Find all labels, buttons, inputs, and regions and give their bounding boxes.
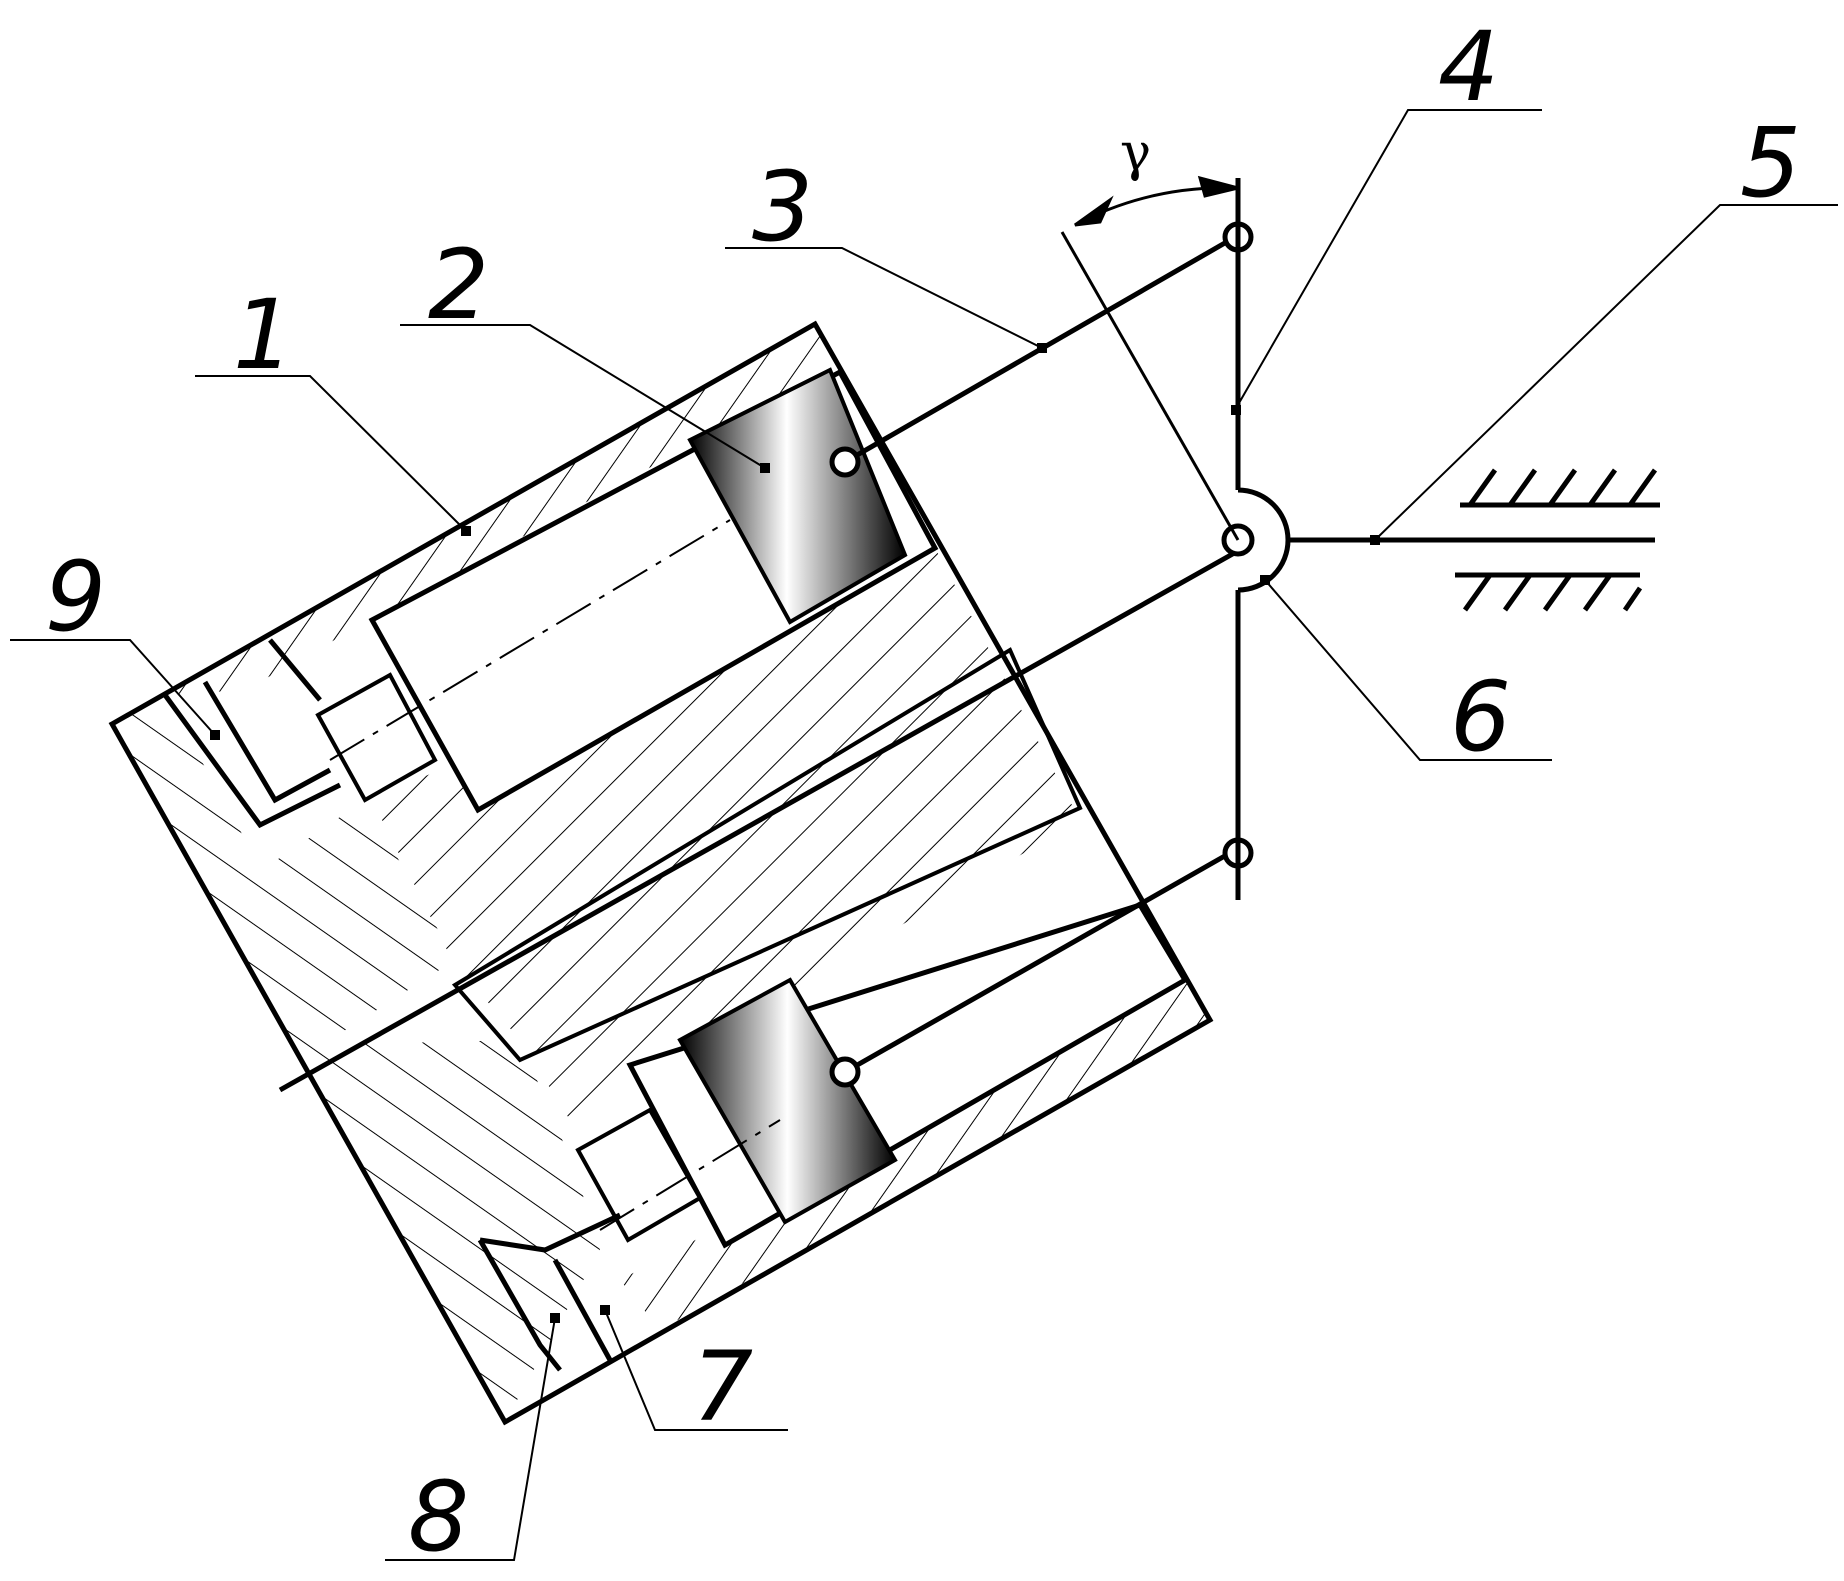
label-2: 2 xyxy=(428,229,489,341)
lower-axis xyxy=(599,1119,781,1231)
rod-pins xyxy=(829,221,1255,1088)
upper-port xyxy=(315,672,438,803)
lower-port xyxy=(575,1107,703,1243)
label-9: 9 xyxy=(45,541,106,653)
leader-lines xyxy=(10,109,1838,1561)
barrel-core-hatch xyxy=(372,548,1080,1120)
lower-piston xyxy=(677,977,898,1225)
leader-dots xyxy=(210,343,1380,1323)
label-5: 5 xyxy=(1740,107,1801,219)
left-channels xyxy=(162,638,622,1372)
label-8: 8 xyxy=(408,1461,469,1573)
upper-axis xyxy=(329,519,731,761)
label-3: 3 xyxy=(752,151,813,263)
top-wall-hatch xyxy=(165,324,838,695)
upper-piston xyxy=(687,367,908,625)
angle-symbol: γ xyxy=(1120,123,1151,183)
ground-bearing xyxy=(1455,468,1660,612)
bottom-wall-hatch xyxy=(620,980,1210,1330)
label-6: 6 xyxy=(1450,661,1511,773)
angle-gamma xyxy=(1060,175,1240,541)
label-4: 4 xyxy=(1438,11,1499,123)
valve-plate-hatch xyxy=(112,695,600,1422)
shaft-axis xyxy=(278,544,1247,1093)
shaft-bore xyxy=(451,647,1083,1063)
label-7: 7 xyxy=(692,1331,753,1443)
label-1: 1 xyxy=(233,279,294,391)
